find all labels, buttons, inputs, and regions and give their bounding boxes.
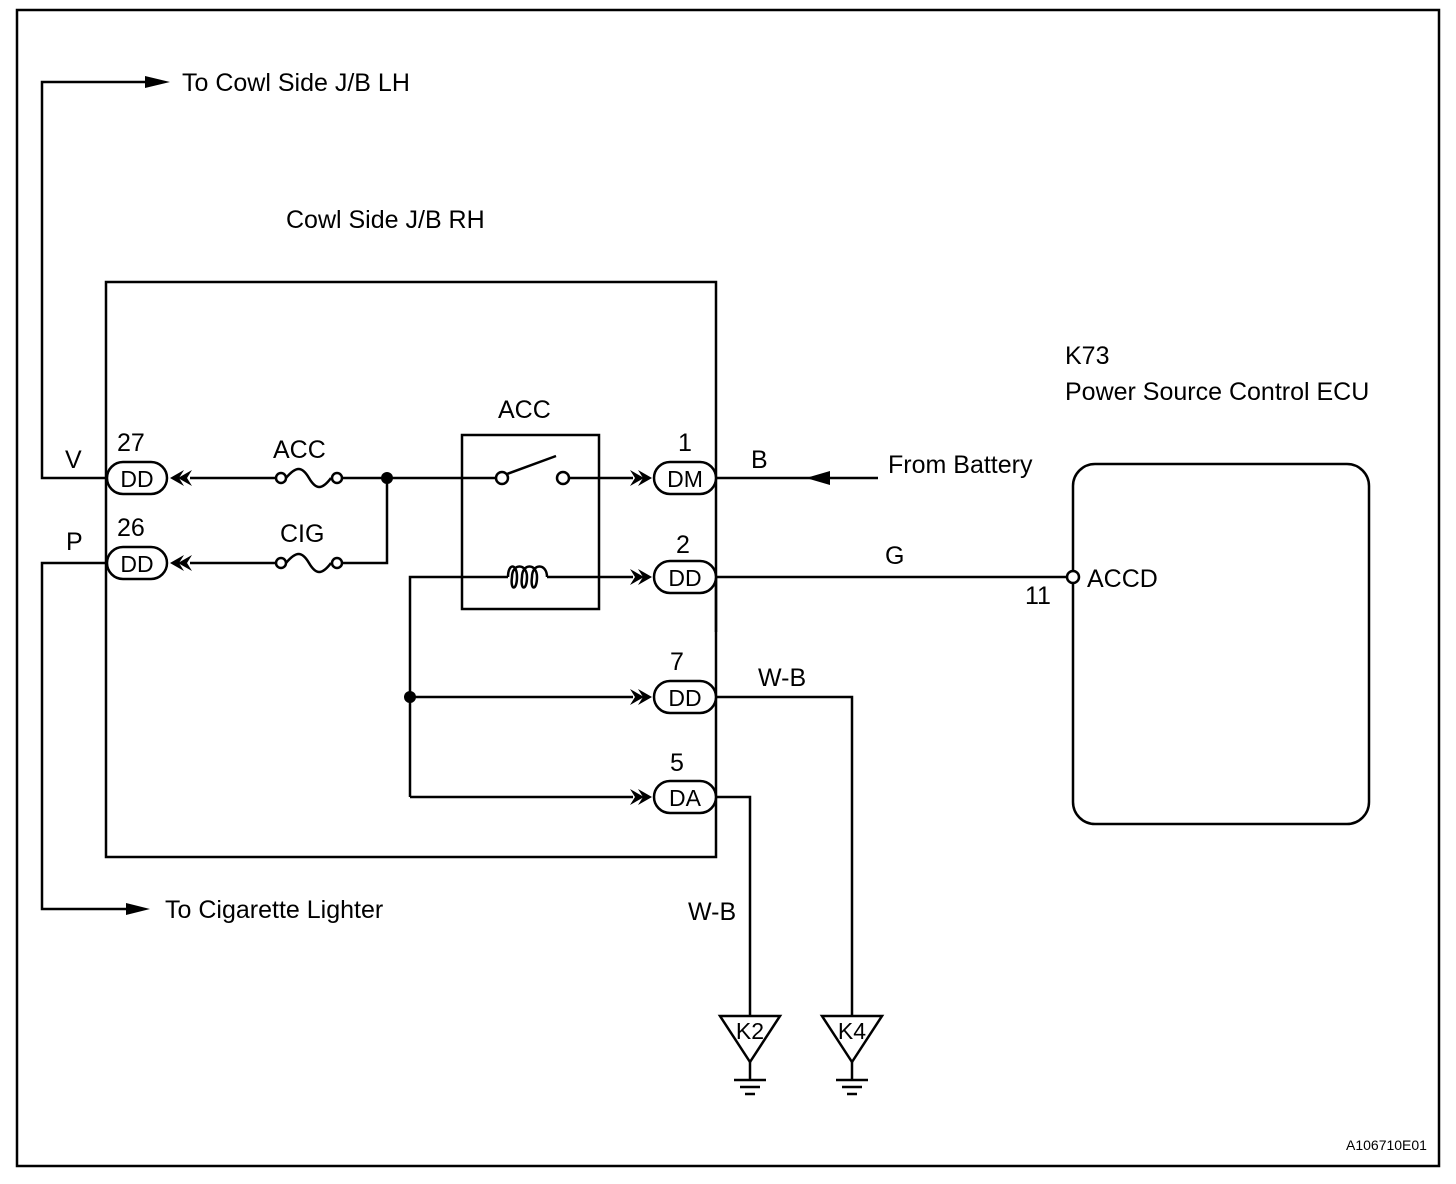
chevron-right-icon <box>630 789 652 805</box>
connector-26-pill <box>105 545 169 581</box>
wire-color-g: G <box>885 542 904 570</box>
junction-dot-coil <box>404 691 416 703</box>
connector-7-code: DD <box>668 685 701 711</box>
connector-1-pin: 1 <box>678 429 692 457</box>
wire-wb-k4 <box>716 695 854 1016</box>
label-ecu-pin-num: 11 <box>1025 582 1051 610</box>
connector-27-pill <box>105 460 169 496</box>
label-ecu-code: K73 <box>1065 342 1109 370</box>
wire-wb-k2 <box>716 795 752 1016</box>
ground-k4-icon <box>819 1014 885 1096</box>
relay-coil-icon <box>506 565 549 589</box>
connector-1-pill <box>652 460 718 496</box>
ground-k4-label: K4 <box>838 1018 866 1044</box>
connector-7-pill <box>652 679 718 715</box>
connector-27-pin: 27 <box>117 429 145 457</box>
arrow-from-battery-icon <box>806 471 830 485</box>
ecu-pin-terminal <box>1065 569 1081 585</box>
label-from-battery: From Battery <box>888 451 1033 479</box>
label-to-cowl-lh: To Cowl Side J/B LH <box>182 69 410 97</box>
relay-box <box>460 433 601 611</box>
label-ecu-name: Power Source Control ECU <box>1065 378 1369 406</box>
connector-26-code: DD <box>120 551 153 577</box>
label-fuse-acc: ACC <box>273 436 326 464</box>
label-relay: ACC <box>498 396 551 424</box>
connector-5-pin: 5 <box>670 749 684 777</box>
wire-color-p: P <box>66 528 83 556</box>
connector-26-pin: 26 <box>117 514 145 542</box>
ground-k2-icon <box>717 1014 783 1096</box>
wire-color-v: V <box>65 446 82 474</box>
label-figure-code: A106710E01 <box>1346 1137 1427 1153</box>
chevron-right-icon <box>630 470 652 486</box>
chevron-left-icon <box>170 555 192 571</box>
wire-p <box>40 561 130 911</box>
wire-color-b: B <box>751 446 768 474</box>
arrow-to-cig-icon <box>126 903 150 915</box>
connector-27-code: DD <box>120 466 153 492</box>
wire-coil-left <box>408 575 508 797</box>
connector-5-code: DA <box>669 785 702 811</box>
wire-color-wb2: W-B <box>688 898 736 926</box>
label-fuse-cig: CIG <box>280 520 324 548</box>
fuse-cig-icon <box>274 552 344 574</box>
label-cowl-rh: Cowl Side J/B RH <box>286 206 485 234</box>
label-to-cig: To Cigarette Lighter <box>165 896 383 924</box>
ground-k2-label: K2 <box>736 1018 764 1044</box>
connector-2-pin: 2 <box>676 531 690 559</box>
wire-cig-fuse-right <box>342 478 389 565</box>
junction-dot-acc <box>381 472 393 484</box>
relay-switch-icon <box>494 454 571 486</box>
chevron-left-icon <box>170 470 192 486</box>
wire-color-wb1: W-B <box>758 664 806 692</box>
label-ecu-pin-name: ACCD <box>1087 565 1158 593</box>
connector-1-code: DM <box>667 466 703 492</box>
chevron-right-icon <box>630 569 652 585</box>
wire-v <box>40 80 148 480</box>
arrow-to-cowl-lh-icon <box>145 76 170 88</box>
connector-2-pill <box>652 559 718 595</box>
junction-block-box <box>104 280 718 859</box>
fuse-acc-icon <box>274 467 344 489</box>
connector-7-pin: 7 <box>670 648 684 676</box>
connector-2-code: DD <box>668 565 701 591</box>
ecu-box <box>1071 462 1371 826</box>
connector-5-pill <box>652 779 718 815</box>
outer-frame <box>15 8 1441 1168</box>
chevron-right-icon <box>630 689 652 705</box>
